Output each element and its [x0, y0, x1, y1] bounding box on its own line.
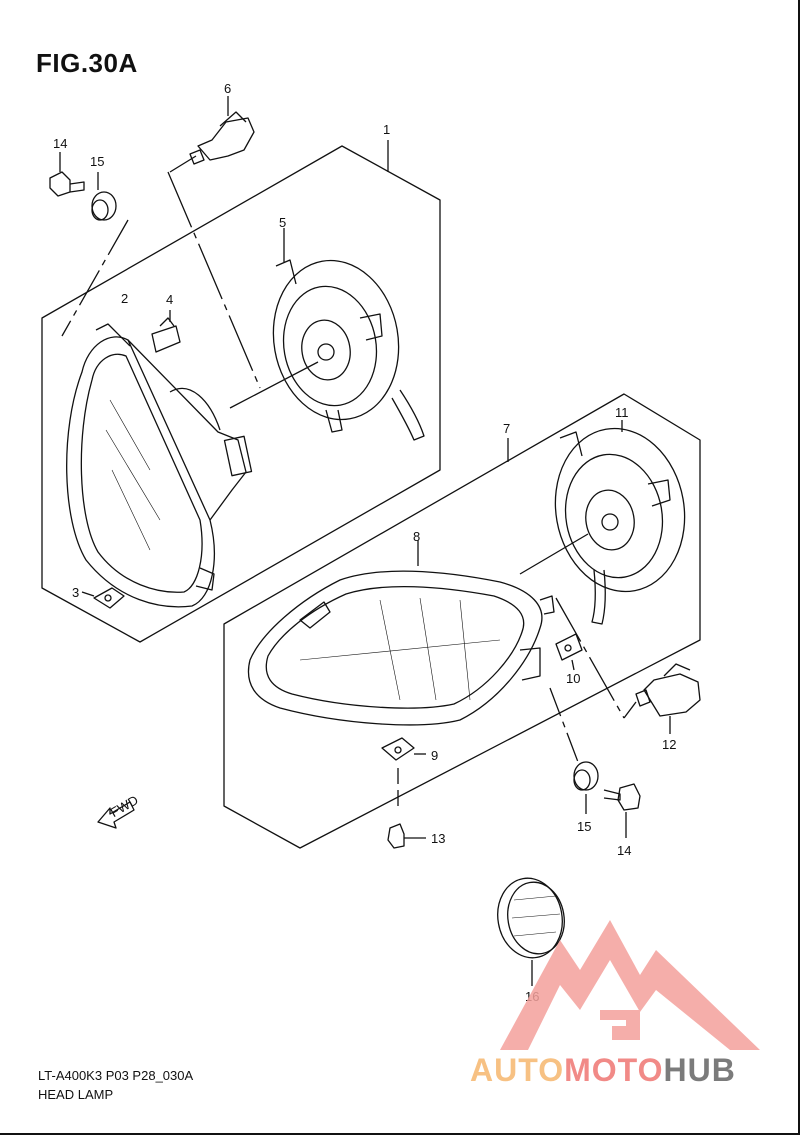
callout-3: 3 — [72, 585, 79, 600]
callout-15-lower: 15 — [577, 819, 591, 834]
callout-11: 11 — [615, 405, 629, 420]
screw-14-upper — [49, 152, 85, 197]
grommet-15-upper — [61, 172, 129, 337]
bulb-6 — [169, 96, 255, 173]
fwd-arrow-icon — [97, 801, 135, 829]
callout-9: 9 — [431, 748, 438, 763]
callout-14-lower: 14 — [617, 843, 631, 858]
callout-12: 12 — [662, 737, 676, 752]
screw-14-lower — [603, 783, 641, 838]
watermark-part-moto: MOTO — [564, 1052, 664, 1088]
callout-8: 8 — [413, 529, 420, 544]
model-code: LT-A400K3 P03 P28_030A — [38, 1068, 194, 1083]
callout-7: 7 — [503, 421, 510, 436]
socket-5 — [272, 228, 425, 441]
lens-rim-8 — [247, 540, 555, 726]
callout-15-upper: 15 — [90, 154, 104, 169]
callout-13: 13 — [431, 831, 445, 846]
clip-4 — [151, 310, 181, 353]
clip-10 — [555, 633, 583, 671]
nut-9 — [381, 737, 426, 812]
figure-title: FIG.30A — [36, 48, 138, 78]
screw-13 — [387, 823, 426, 849]
callout-6: 6 — [224, 81, 231, 96]
assembly-name: HEAD LAMP — [38, 1087, 114, 1102]
bulb-12 — [555, 597, 701, 734]
callout-5: 5 — [279, 215, 286, 230]
socket-11 — [519, 420, 686, 625]
watermark-wordmark: AUTOMOTOHUB — [470, 1052, 736, 1089]
headlamp-housing-2 — [66, 323, 253, 608]
nut-3 — [81, 587, 125, 609]
callout-10: 10 — [566, 671, 580, 686]
callout-2: 2 — [121, 291, 128, 306]
watermark-part-hub: HUB — [663, 1052, 736, 1088]
callout-1: 1 — [383, 122, 390, 137]
watermark-logo-icon — [500, 920, 760, 1050]
assembly-box-lower — [223, 393, 701, 849]
callout-4: 4 — [166, 292, 173, 307]
callout-14-upper: 14 — [53, 136, 67, 151]
watermark-part-auto: AUTO — [470, 1052, 565, 1088]
reflector-16 — [497, 877, 565, 986]
grommet-15-lower — [549, 687, 599, 814]
assembly-box-upper — [41, 145, 441, 643]
